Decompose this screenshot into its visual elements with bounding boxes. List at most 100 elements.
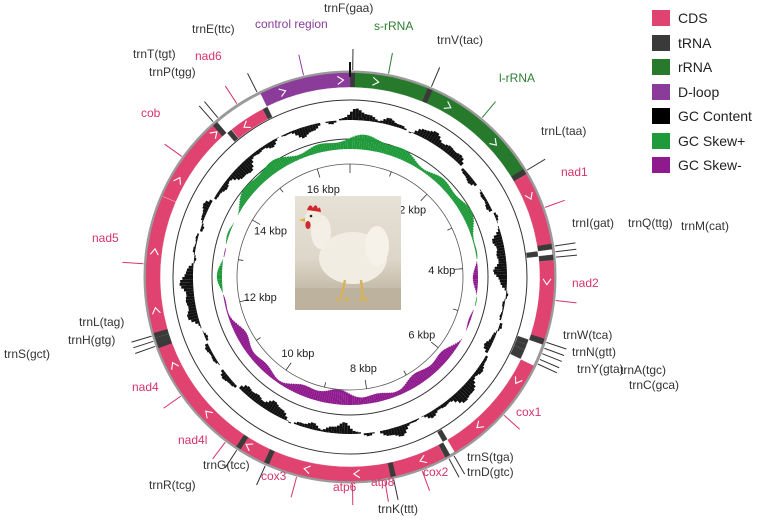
gc-skew-bar bbox=[224, 250, 226, 253]
hen-eye bbox=[309, 214, 313, 218]
gc-skew-bar bbox=[325, 390, 330, 404]
gc-content-bar bbox=[208, 199, 213, 204]
gc-content-bar bbox=[408, 421, 412, 425]
gc-content-bar bbox=[479, 189, 482, 192]
gc-skew-bar bbox=[476, 292, 478, 295]
gc-skew-bar bbox=[461, 209, 473, 217]
gc-content-bar bbox=[473, 182, 478, 187]
gene-label: trnV(tac) bbox=[437, 33, 483, 47]
gc-skew-bar bbox=[445, 347, 454, 355]
gc-content-bar bbox=[385, 117, 390, 125]
gc-skew-bar bbox=[238, 202, 244, 208]
gc-skew-bar bbox=[389, 392, 394, 399]
leader-line bbox=[430, 67, 441, 87]
gc-skew-bar bbox=[425, 170, 429, 175]
gc-content-bar bbox=[453, 393, 463, 404]
gc-content-bar bbox=[453, 152, 461, 161]
gc-content-bar bbox=[341, 117, 345, 121]
gc-skew-bar bbox=[278, 380, 282, 385]
gc-skew-bar bbox=[385, 392, 390, 400]
gc-skew-bar bbox=[450, 345, 457, 351]
gc-skew-bar bbox=[266, 164, 275, 175]
gc-content-bar bbox=[497, 225, 500, 229]
gc-content-bar bbox=[504, 287, 507, 291]
gc-skew-bar bbox=[276, 157, 285, 169]
gc-content-bar bbox=[379, 430, 384, 434]
gc-skew-bar bbox=[420, 369, 429, 380]
gc-content-bar bbox=[504, 298, 506, 302]
gene-label: trnT(tgt) bbox=[133, 47, 176, 61]
gc-skew-bar bbox=[475, 265, 478, 269]
gc-skew-bar bbox=[283, 156, 290, 166]
gc-content-bar bbox=[395, 123, 400, 128]
gc-content-bar bbox=[242, 160, 254, 172]
gc-skew-bar bbox=[228, 228, 232, 232]
gc-skew-bar bbox=[312, 145, 317, 154]
gc-content-bar bbox=[493, 268, 507, 272]
gc-skew-bar bbox=[433, 175, 441, 182]
gene-label: cox1 bbox=[516, 405, 542, 419]
gc-content-bar bbox=[496, 249, 506, 254]
gc-skew-bar bbox=[476, 297, 478, 300]
gc-content-bar bbox=[253, 151, 258, 156]
gc-skew-bar bbox=[442, 183, 449, 190]
gc-content-bar bbox=[350, 428, 353, 434]
gc-skew-bar bbox=[436, 356, 446, 365]
gc-skew-bar bbox=[333, 142, 337, 150]
gc-skew-bar bbox=[321, 143, 326, 152]
gc-content-bar bbox=[306, 422, 311, 429]
gc-skew-bar bbox=[297, 384, 305, 395]
gc-content-bar bbox=[475, 369, 482, 375]
gc-content-bar bbox=[500, 282, 507, 286]
gc-skew-bar bbox=[452, 196, 459, 202]
gc-content-bar bbox=[186, 268, 194, 272]
gc-content-bar bbox=[450, 395, 458, 403]
gc-skew-bar bbox=[458, 204, 468, 212]
track-divider-ring bbox=[172, 99, 528, 455]
gc-content-bar bbox=[403, 423, 409, 430]
gc-content-bar bbox=[220, 369, 225, 374]
gc-skew-bar bbox=[475, 290, 478, 293]
gc-skew-bar bbox=[471, 311, 474, 315]
gc-skew-bar bbox=[240, 338, 250, 345]
gc-content-bar bbox=[470, 375, 476, 381]
leader-line bbox=[224, 449, 238, 469]
gc-skew-bar bbox=[414, 372, 424, 384]
gc-skew-bar bbox=[429, 364, 438, 373]
gc-skew-bar bbox=[286, 156, 292, 164]
gc-content-bar bbox=[479, 191, 484, 196]
gc-content-bar bbox=[212, 357, 217, 363]
gc-skew-bar bbox=[259, 362, 267, 370]
gc-skew-bar bbox=[385, 144, 391, 155]
gc-skew-bar bbox=[226, 311, 229, 315]
gc-skew-bar bbox=[343, 391, 347, 405]
gc-skew-bar bbox=[404, 383, 411, 392]
gc-skew-bar bbox=[381, 392, 386, 401]
gc-content-bar bbox=[450, 151, 458, 159]
gc-content-bar bbox=[235, 167, 246, 178]
gc-skew-bar bbox=[217, 281, 223, 284]
gc-skew-bar bbox=[249, 352, 255, 358]
gc-skew-bar bbox=[224, 301, 227, 304]
gc-content-bar bbox=[317, 428, 321, 432]
gc-skew-bar bbox=[413, 373, 422, 385]
gc-skew-bar bbox=[319, 143, 324, 153]
gc-content-bar bbox=[229, 173, 237, 181]
gene-label: trnE(ttc) bbox=[192, 22, 235, 36]
gc-content-bar bbox=[264, 400, 273, 411]
gene-label: trnA(tgc) bbox=[620, 363, 666, 377]
gc-content-bar bbox=[401, 424, 407, 434]
gc-skew-bar bbox=[227, 232, 230, 236]
gene-label: cox2 bbox=[423, 465, 449, 479]
gc-skew-bar bbox=[435, 176, 443, 184]
gene-label: nad1 bbox=[561, 165, 588, 179]
gc-skew-bar bbox=[352, 395, 355, 405]
gc-content-bar bbox=[238, 385, 244, 390]
gc-skew-bar bbox=[269, 161, 279, 173]
gc-skew-bar bbox=[347, 393, 350, 405]
gc-content-bar bbox=[330, 426, 335, 434]
scale-label: 2 kbp bbox=[399, 205, 426, 217]
gc-skew-bar bbox=[380, 142, 386, 154]
gc-skew-bar bbox=[261, 170, 270, 179]
